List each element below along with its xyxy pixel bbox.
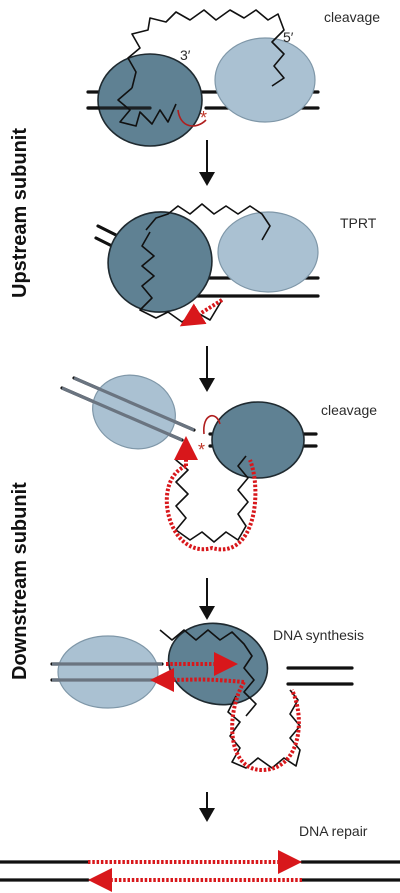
upstream-light-subunit <box>214 37 316 123</box>
upstream-subunit-label: Upstream subunit <box>9 128 31 298</box>
cleavage-site-marker: * <box>200 108 207 128</box>
three-prime-end-label: 3′ <box>180 47 191 63</box>
synthesis-light-subunit <box>57 635 159 709</box>
step-label-tprt: TPRT <box>340 215 377 231</box>
panel-cleavage-upstream: * 3′ 5′ <box>86 9 320 147</box>
downstream-light-subunit <box>92 374 176 450</box>
downstream-subunit-label: Downstream subunit <box>9 482 31 680</box>
step-label-cleavage-2: cleavage <box>321 402 377 418</box>
step-arrow-4 <box>199 792 215 822</box>
panel-dna-repair <box>0 850 400 892</box>
step-label-dna-synthesis: DNA synthesis <box>273 627 364 643</box>
downstream-dark-subunit <box>211 401 305 479</box>
panel-dna-synthesis <box>50 622 354 773</box>
panel-cleavage-downstream: * <box>60 374 318 552</box>
step-arrow-3 <box>199 578 215 620</box>
upstream-dark-subunit <box>97 53 203 147</box>
step-label-cleavage-1: cleavage <box>324 9 380 25</box>
panel-tprt <box>94 203 320 327</box>
tprt-dark-subunit <box>107 211 213 313</box>
step-arrow-1 <box>199 140 215 186</box>
step-arrow-2 <box>199 346 215 392</box>
cleavage-site-marker-2: * <box>198 440 205 460</box>
five-prime-end-label: 5′ <box>283 29 294 45</box>
step-label-dna-repair: DNA repair <box>299 823 368 839</box>
tprt-light-subunit <box>217 211 319 293</box>
